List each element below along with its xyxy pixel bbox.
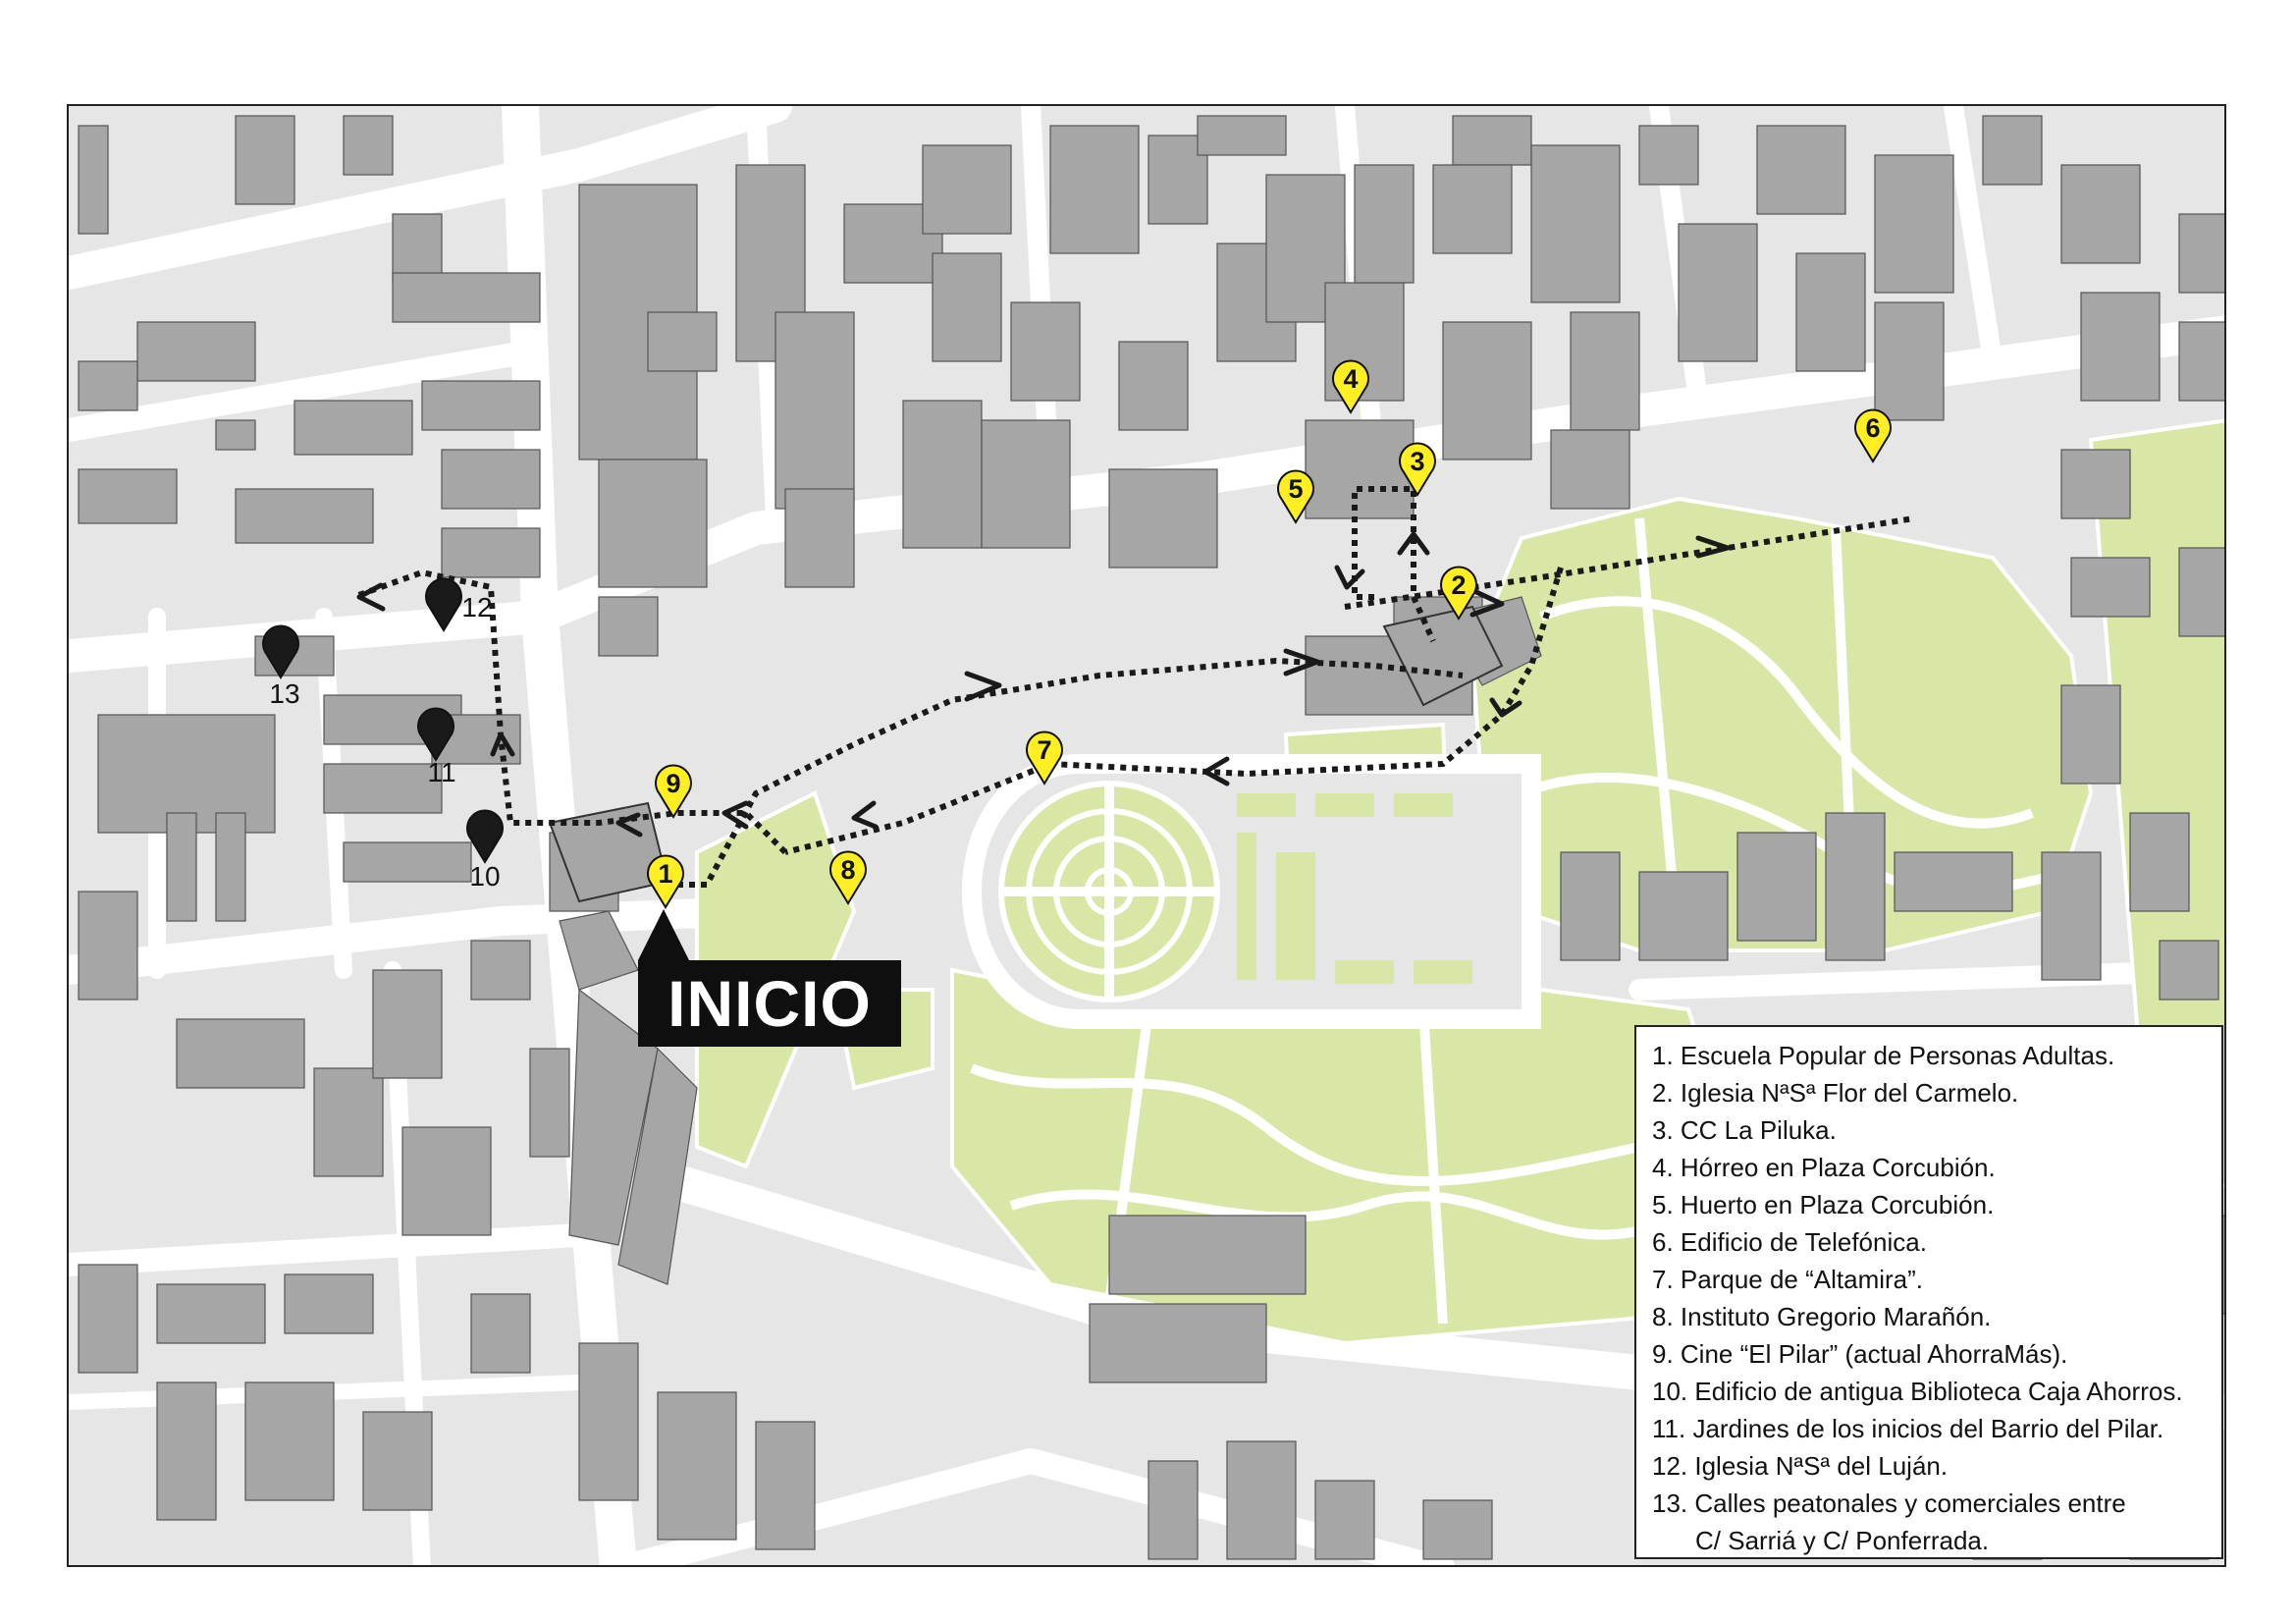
- map-pin-icon: [1332, 359, 1369, 414]
- legend-item: 8. Instituto Gregorio Marañón.: [1652, 1302, 1992, 1331]
- marker-6[interactable]: 6: [1854, 408, 1892, 463]
- legend-item: 11. Jardines de los inicios del Barrio d…: [1652, 1414, 2164, 1443]
- route-arrows: [356, 531, 1731, 838]
- marker-label: 2: [1451, 570, 1466, 600]
- legend-item: 9. Cine “El Pilar” (actual AhorraMás).: [1652, 1339, 2068, 1369]
- marker-12[interactable]: 12: [425, 577, 493, 632]
- map-pin-icon: [262, 624, 299, 679]
- map-pin-icon: [1277, 469, 1314, 524]
- altamira-park: [962, 754, 1541, 1029]
- legend-box: 1. Escuela Popular de Personas Adultas. …: [1634, 1025, 2223, 1559]
- marker-9[interactable]: 9: [655, 764, 692, 819]
- marker-label: 5: [1288, 474, 1303, 504]
- marker-1[interactable]: 1: [647, 854, 684, 909]
- marker-label: 11: [427, 757, 455, 787]
- legend-item: 7. Parque de “Altamira”.: [1652, 1265, 1924, 1294]
- marker-label: 10: [469, 861, 500, 892]
- map-pin-icon: [1026, 731, 1063, 785]
- marker-label: 13: [269, 678, 299, 709]
- marker-2[interactable]: 2: [1440, 566, 1477, 621]
- legend-item: 6. Edificio de Telefónica.: [1652, 1227, 1927, 1257]
- start-label: INICIO: [638, 960, 901, 1047]
- iglesia-flor-del-carmelo-building: [1382, 605, 1504, 707]
- map-pin-icon: [1399, 442, 1436, 497]
- map-pin-icon: [1854, 408, 1892, 463]
- marker-label: 1: [658, 859, 672, 889]
- marker-5[interactable]: 5: [1277, 469, 1314, 524]
- landmark-buildings: [548, 605, 1504, 903]
- map-pin-icon: [417, 707, 454, 762]
- map-pin-icon: [655, 764, 692, 819]
- marker-label: 4: [1343, 364, 1358, 394]
- marker-8[interactable]: 8: [829, 850, 867, 905]
- legend-item: 12. Iglesia NªSª del Luján.: [1652, 1451, 1949, 1481]
- legend-item-continuation: C/ Sarriá y C/ Ponferrada.: [1695, 1526, 1990, 1555]
- map-pin-icon: [466, 809, 504, 864]
- marker-label: 12: [461, 592, 492, 623]
- buildings: [78, 115, 2224, 1560]
- route-path: [351, 486, 1915, 888]
- map-pin-icon: [829, 850, 867, 905]
- map-pin-icon: [647, 854, 684, 909]
- legend-item: 5. Huerto en Plaza Corcubión.: [1652, 1190, 1995, 1219]
- legend-item: 1. Escuela Popular de Personas Adultas.: [1652, 1041, 2115, 1070]
- map-pin-icon: [1440, 566, 1477, 621]
- marker-4[interactable]: 4: [1332, 359, 1369, 414]
- marker-13[interactable]: 13: [262, 624, 300, 709]
- legend-item: 4. Hórreo en Plaza Corcubión.: [1652, 1153, 1996, 1182]
- marker-label: 7: [1037, 735, 1051, 765]
- marker-7[interactable]: 7: [1026, 731, 1063, 785]
- legend-item: 13. Calles peatonales y comerciales entr…: [1652, 1489, 2126, 1518]
- legend-item: 3. CC La Piluka.: [1652, 1115, 1837, 1145]
- marker-11[interactable]: 11: [417, 707, 456, 787]
- legend-item: 2. Iglesia NªSª Flor del Carmelo.: [1652, 1078, 2019, 1108]
- marker-label: 3: [1410, 447, 1424, 476]
- start-pointer-icon: [638, 909, 689, 960]
- marker-10[interactable]: 10: [466, 809, 504, 892]
- marker-3[interactable]: 3: [1399, 442, 1436, 497]
- map-pin-icon: [425, 577, 462, 632]
- marker-label: 6: [1865, 413, 1880, 443]
- legend-item: 10. Edificio de antigua Biblioteca Caja …: [1652, 1377, 2183, 1406]
- marker-label: 8: [840, 855, 855, 885]
- marker-label: 9: [666, 769, 680, 798]
